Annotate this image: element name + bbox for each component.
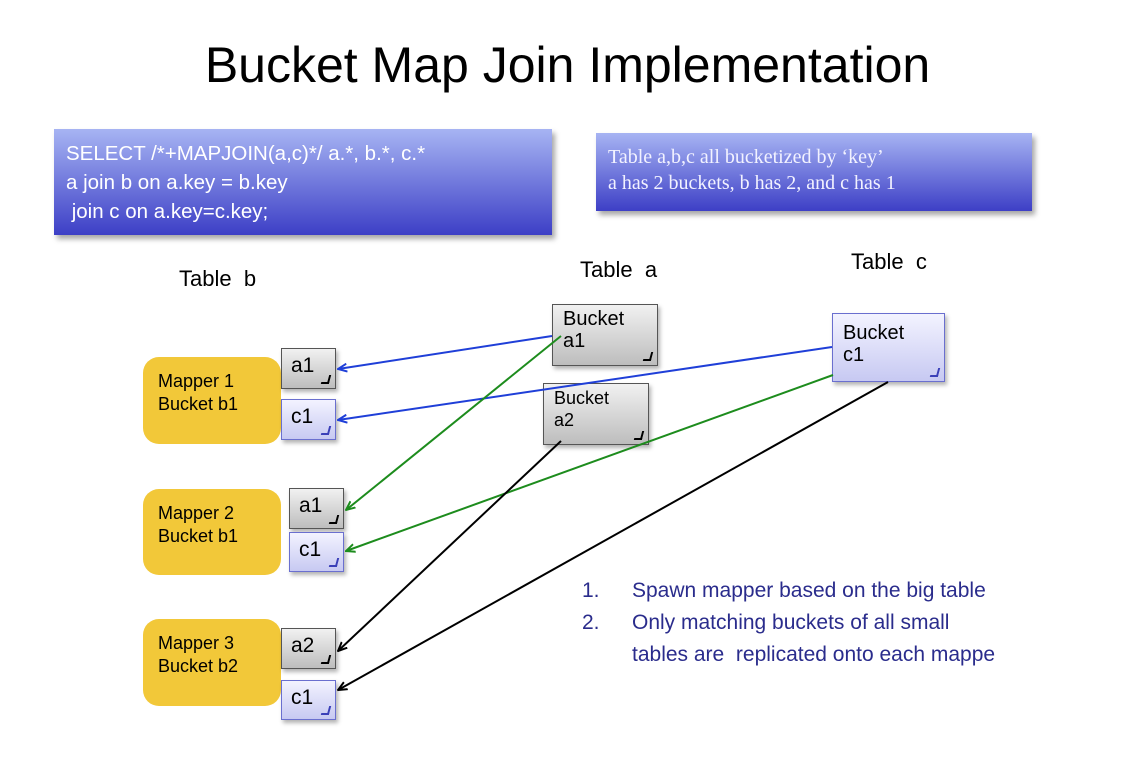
mapper-1-line-1: Mapper 1: [158, 371, 235, 391]
point-2-text-line-1: Only matching buckets of all small: [632, 611, 950, 634]
mapper-3: Mapper 3 Bucket b2: [143, 619, 281, 706]
mapper-2: Mapper 2 Bucket b1: [143, 489, 281, 575]
arrow-a1-to-mapper-2: [346, 335, 562, 510]
mapper-2-line-1: Mapper 2: [158, 503, 235, 523]
mapper-1-line-2: Bucket b1: [158, 394, 239, 414]
sql-line-2: a join b on a.key = b.key: [66, 171, 288, 194]
bucketing-info-box: Table a,b,c all bucketized by ‘key’ a ha…: [596, 133, 1032, 211]
mapper-2-bucket-a1-label: a1: [299, 494, 323, 517]
table-a-label: Table a: [580, 257, 658, 282]
point-2-text-line-2: tables are replicated onto each mappe: [632, 643, 996, 666]
point-2-number: 2.: [582, 611, 600, 634]
arrow-a1-to-mapper-1: [338, 335, 553, 369]
mapper-3-bucket-a2: a2: [281, 628, 336, 669]
mapper-3-bucket-a2-label: a2: [291, 634, 315, 657]
source-bucket-a1-line-2: a1: [563, 330, 586, 352]
arrow-c1-to-mapper-3: [338, 381, 889, 690]
mapper-3-bucket-c1: c1: [281, 680, 336, 720]
sql-line-1: SELECT /*+MAPJOIN(a,c)*/ a.*, b.*, c.*: [66, 142, 426, 165]
source-bucket-c1: Bucket c1: [832, 313, 945, 382]
source-bucket-a2-line-1: Bucket: [554, 388, 610, 408]
table-c-label: Table c: [851, 249, 927, 274]
arrow-c1-to-mapper-2: [346, 374, 834, 551]
source-bucket-a1: Bucket a1: [552, 304, 658, 366]
numbered-points: 1. Spawn mapper based on the big table 2.…: [582, 575, 995, 671]
mapper-3-bucket-c1-label: c1: [291, 686, 314, 709]
arrow-a2-to-mapper-3: [338, 440, 562, 651]
source-bucket-a2-line-2: a2: [554, 410, 575, 430]
info-line-2: a has 2 buckets, b has 2, and c has 1: [608, 172, 896, 194]
info-line-1: Table a,b,c all bucketized by ‘key’: [608, 146, 884, 168]
point-1-number: 1.: [582, 579, 600, 602]
mapper-1-bucket-a1-label: a1: [291, 354, 315, 377]
source-bucket-c1-line-2: c1: [843, 344, 865, 366]
point-1: 1. Spawn mapper based on the big table: [582, 575, 995, 607]
point-2: 2. Only matching buckets of all small: [582, 607, 995, 639]
mapper-3-line-1: Mapper 3: [158, 633, 235, 653]
sql-query-box: SELECT /*+MAPJOIN(a,c)*/ a.*, b.*, c.* a…: [54, 129, 552, 235]
table-b-label: Table b: [179, 266, 257, 291]
mapper-2-line-2: Bucket b1: [158, 526, 239, 546]
mapper-1: Mapper 1 Bucket b1: [143, 357, 281, 444]
mapper-1-bucket-c1-label: c1: [291, 405, 314, 428]
mapper-1-bucket-a1: a1: [281, 348, 336, 389]
slide-title: Bucket Map Join Implementation: [204, 37, 931, 93]
source-bucket-a1-line-1: Bucket: [563, 308, 625, 330]
mapper-1-bucket-c1: c1: [281, 399, 336, 440]
sql-line-3: join c on a.key=c.key;: [66, 200, 269, 223]
arrow-c1-to-mapper-1: [338, 346, 833, 420]
mapper-3-line-2: Bucket b2: [158, 656, 239, 676]
point-1-text: Spawn mapper based on the big table: [632, 579, 986, 602]
point-2-continuation: tables are replicated onto each mappe: [582, 639, 995, 671]
mapper-2-bucket-c1: c1: [289, 532, 344, 572]
mapper-2-bucket-c1-label: c1: [299, 538, 322, 561]
source-bucket-a2: Bucket a2: [543, 383, 649, 445]
mapper-2-bucket-a1: a1: [289, 488, 344, 529]
source-bucket-c1-line-1: Bucket: [843, 322, 905, 344]
